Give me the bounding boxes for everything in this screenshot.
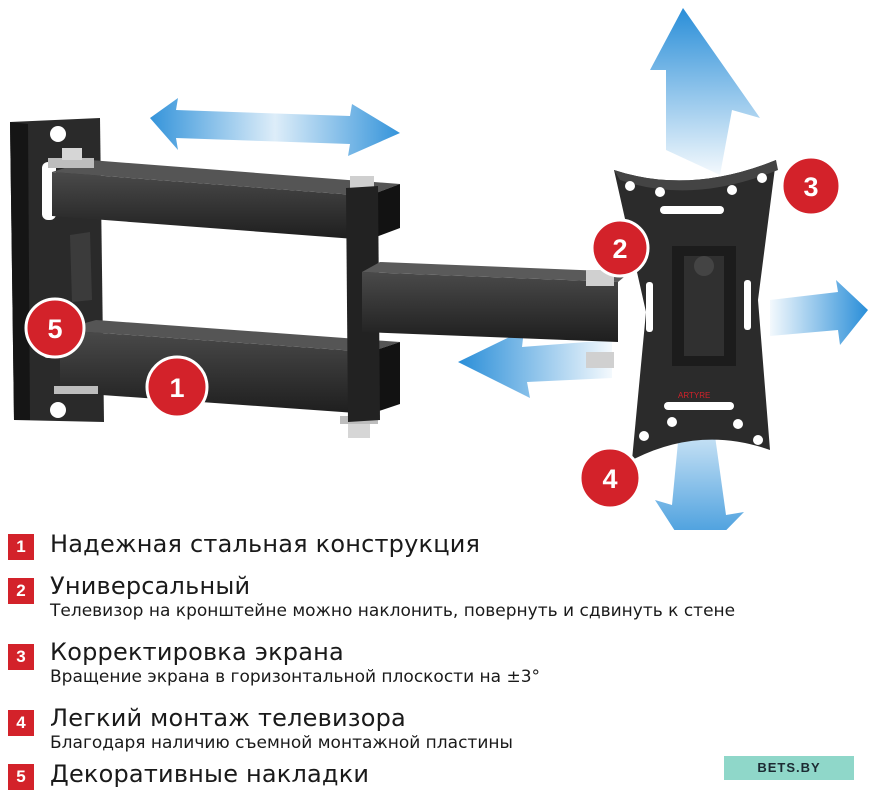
badge-5: 5 bbox=[24, 297, 86, 359]
plate-logo: ARTYRE bbox=[678, 391, 710, 400]
badge-5-number: 5 bbox=[47, 314, 62, 344]
feature-title: Декоративные накладки bbox=[50, 760, 370, 788]
feature-title: Корректировка экрана bbox=[50, 638, 344, 666]
feature-title: Универсальный bbox=[50, 572, 251, 600]
tv-bracket-illustration: ARTYRE 1 2 3 4 5 bbox=[10, 8, 868, 530]
vesa-mounting-plate: ARTYRE bbox=[614, 160, 778, 460]
feature-title: Легкий монтаж телевизора bbox=[50, 704, 406, 732]
badge-2-number: 2 bbox=[612, 234, 627, 264]
badge-3-number: 3 bbox=[803, 172, 818, 202]
badge-2: 2 bbox=[590, 218, 650, 278]
forearm bbox=[362, 262, 630, 368]
feature-title: Надежная стальная конструкция bbox=[50, 530, 481, 558]
badge-3: 3 bbox=[780, 155, 842, 217]
badge-4-number: 4 bbox=[602, 464, 617, 494]
vertical-up-arrow bbox=[650, 8, 760, 175]
feature-number: 5 bbox=[8, 764, 34, 790]
feature-description: Благодаря наличию съемной монтажной плас… bbox=[50, 733, 513, 753]
feature-description: Вращение экрана в горизонтальной плоскос… bbox=[50, 667, 541, 687]
feature-number: 1 bbox=[8, 534, 34, 560]
vertical-down-arrow bbox=[655, 400, 744, 530]
badge-1: 1 bbox=[145, 355, 209, 419]
badge-1-number: 1 bbox=[169, 373, 184, 403]
watermark-logo: BETS.BY bbox=[724, 756, 854, 780]
swing-double-arrow bbox=[150, 98, 400, 156]
horizontal-left-arrow bbox=[458, 330, 612, 398]
horizontal-right-arrow bbox=[770, 280, 868, 345]
feature-number: 4 bbox=[8, 710, 34, 736]
badge-4: 4 bbox=[578, 446, 642, 510]
feature-number: 2 bbox=[8, 578, 34, 604]
feature-description: Телевизор на кронштейне можно наклонить,… bbox=[50, 601, 736, 621]
feature-number: 3 bbox=[8, 644, 34, 670]
